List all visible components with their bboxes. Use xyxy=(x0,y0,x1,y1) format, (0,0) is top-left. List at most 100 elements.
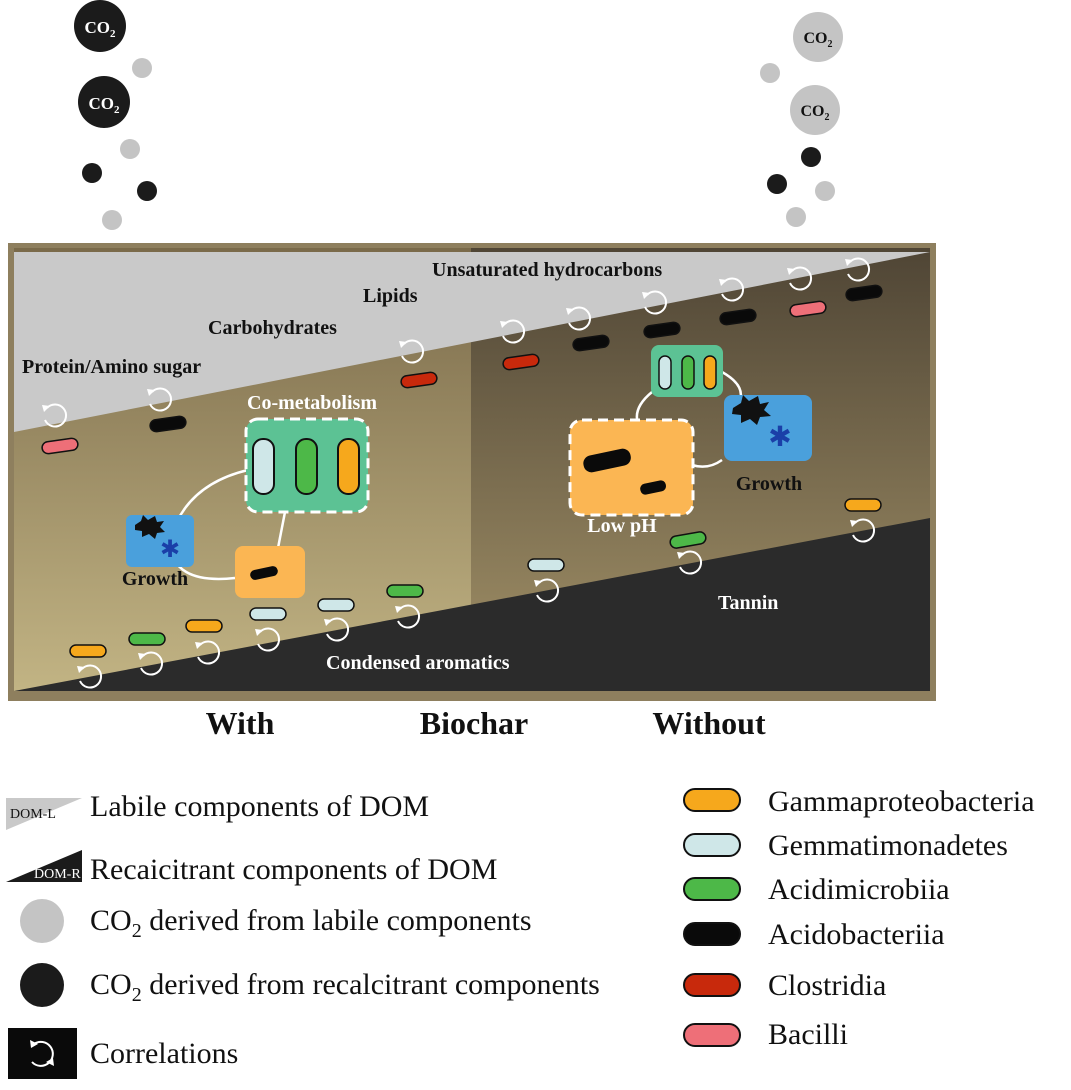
small-green-box xyxy=(651,345,723,397)
svg-text:DOM-L: DOM-L xyxy=(10,807,56,822)
bug-icon: ✱ xyxy=(160,537,180,563)
legend-swatch-clostridia xyxy=(683,973,741,997)
label-tannin: Tannin xyxy=(718,592,778,614)
growth-box-without: ✱ xyxy=(724,395,812,461)
growth-label-without: Growth xyxy=(736,473,802,495)
top-correlations xyxy=(41,257,883,455)
legend-acidimicrobiia-text: Acidimicrobiia xyxy=(768,873,950,906)
bug-icon: ✱ xyxy=(768,422,791,453)
correlation-icon xyxy=(534,578,560,603)
legend-dom-l-text: Labile components of DOM xyxy=(90,790,430,823)
acidobacteriia-cell xyxy=(845,284,883,302)
acidobacteriia-cell xyxy=(250,566,278,580)
bacilli-cell xyxy=(789,300,827,318)
dom-l-icon: DOM-L xyxy=(6,798,82,830)
acidimicrobiia-cell xyxy=(295,438,318,495)
axis-label-biochar: Biochar xyxy=(420,705,528,741)
co-metabolism-label: Co-metabolism xyxy=(247,392,377,414)
gemmatimonadetes-cell xyxy=(317,598,355,612)
svg-text:CO2: CO2 xyxy=(89,94,121,116)
co2-dot-recalcitrant xyxy=(767,174,787,194)
burst-icon xyxy=(732,395,771,425)
legend-acidobacteriia-text: Acidobacteriia xyxy=(768,918,945,951)
co2-dot-recalcitrant xyxy=(82,163,102,183)
legend-gammaproteobacteria-text: Gammaproteobacteria xyxy=(768,785,1035,818)
co2-dot-labile xyxy=(786,207,806,227)
legend-bacilli-text: Bacilli xyxy=(768,1018,848,1051)
correlation-icon xyxy=(255,627,281,652)
acidimicrobiia-cell xyxy=(128,632,166,646)
acidobacteriia-cell xyxy=(583,448,631,473)
co2-emissions-without: CO2 CO2 xyxy=(760,12,843,227)
correlation-icon xyxy=(500,319,526,344)
co2-dot-labile xyxy=(102,210,122,230)
legend-co2-recalcitrant-text: CO2 derived from recalcitrant components xyxy=(90,968,600,1006)
legend-left-icons: DOM-L DOM-R xyxy=(6,798,82,1079)
clostridia-cell xyxy=(400,371,438,389)
legend-dom-r-text: Recaicitrant components of DOM xyxy=(90,853,498,886)
co2-dot-recalcitrant xyxy=(801,147,821,167)
acidobacteriia-cell xyxy=(640,480,667,495)
correlation-icon xyxy=(677,550,703,575)
correlation-icon xyxy=(42,403,68,428)
legend-swatch-bacilli xyxy=(683,1023,741,1047)
co2-molecule-recalcitrant: CO2 xyxy=(74,0,126,52)
acidimicrobiia-cell xyxy=(669,531,707,549)
legend-co2-labile-text: CO2 derived from labile components xyxy=(90,904,532,942)
correlation-icon xyxy=(147,387,173,412)
correlation-icon xyxy=(195,640,221,665)
growth-box-with: ✱ xyxy=(126,515,194,567)
correlation-icon xyxy=(719,277,745,302)
correlation-icon xyxy=(845,257,871,282)
legend-swatch-gammaproteobacteria xyxy=(683,788,741,812)
legend-correlations-text: Correlations xyxy=(90,1037,239,1070)
co2-dot-labile xyxy=(132,58,152,78)
correlation-icon xyxy=(77,664,103,689)
dom-r-icon: DOM-R xyxy=(6,850,82,882)
correlation-icon xyxy=(138,651,164,676)
correlation-icon xyxy=(850,518,876,543)
gammaproteobacteria-cell xyxy=(185,619,223,633)
acidobacteriia-cell xyxy=(643,321,681,339)
co2-dot-labile xyxy=(120,139,140,159)
low-ph-box xyxy=(568,418,695,517)
bottom-correlations xyxy=(69,498,882,689)
gammaproteobacteria-cell xyxy=(69,644,107,658)
burst-icon xyxy=(135,515,165,539)
legend-gemmatimonadetes-text: Gemmatimonadetes xyxy=(768,829,1008,862)
co2-recalcitrant-legend-dot xyxy=(20,963,64,1007)
co2-labile-legend-dot xyxy=(20,899,64,943)
svg-text:CO2: CO2 xyxy=(85,18,117,40)
co2-molecule-labile: CO2 xyxy=(793,12,843,62)
svg-text:DOM-R: DOM-R xyxy=(34,867,81,882)
svg-text:CO2: CO2 xyxy=(804,30,833,50)
growth-label-with: Growth xyxy=(122,568,188,590)
label-condensed-aromatics: Condensed aromatics xyxy=(326,652,510,674)
legend-swatch-gemmatimonadetes xyxy=(683,833,741,857)
acidobacteriia-cell xyxy=(572,334,610,352)
label-protein-amino-sugar: Protein/Amino sugar xyxy=(22,356,201,378)
legend-clostridia-text: Clostridia xyxy=(768,969,887,1002)
label-carbohydrates: Carbohydrates xyxy=(208,317,337,339)
labile-dom-wedge xyxy=(14,252,930,432)
bacilli-cell xyxy=(41,437,79,455)
gemmatimonadetes-cell xyxy=(252,438,275,495)
co2-dot-labile xyxy=(760,63,780,83)
correlations-icon xyxy=(8,1028,77,1079)
co2-dot-labile xyxy=(815,181,835,201)
co2-dot-recalcitrant xyxy=(137,181,157,201)
acidobacteriia-cell xyxy=(149,415,187,433)
correlation-icon xyxy=(566,306,592,331)
gemmatimonadetes-cell xyxy=(527,558,565,572)
correlation-icon xyxy=(399,339,425,364)
acidobacteriia-cell xyxy=(719,308,757,326)
co2-emissions-with: CO2 CO2 xyxy=(74,0,157,230)
axis-label-without: Without xyxy=(652,705,766,741)
legend-right-swatches xyxy=(683,788,741,1047)
label-unsaturated-hydrocarbons: Unsaturated hydrocarbons xyxy=(432,259,662,281)
gammaproteobacteria-cell xyxy=(703,355,717,390)
correlation-icon xyxy=(395,604,421,629)
correlation-icon xyxy=(642,290,668,315)
